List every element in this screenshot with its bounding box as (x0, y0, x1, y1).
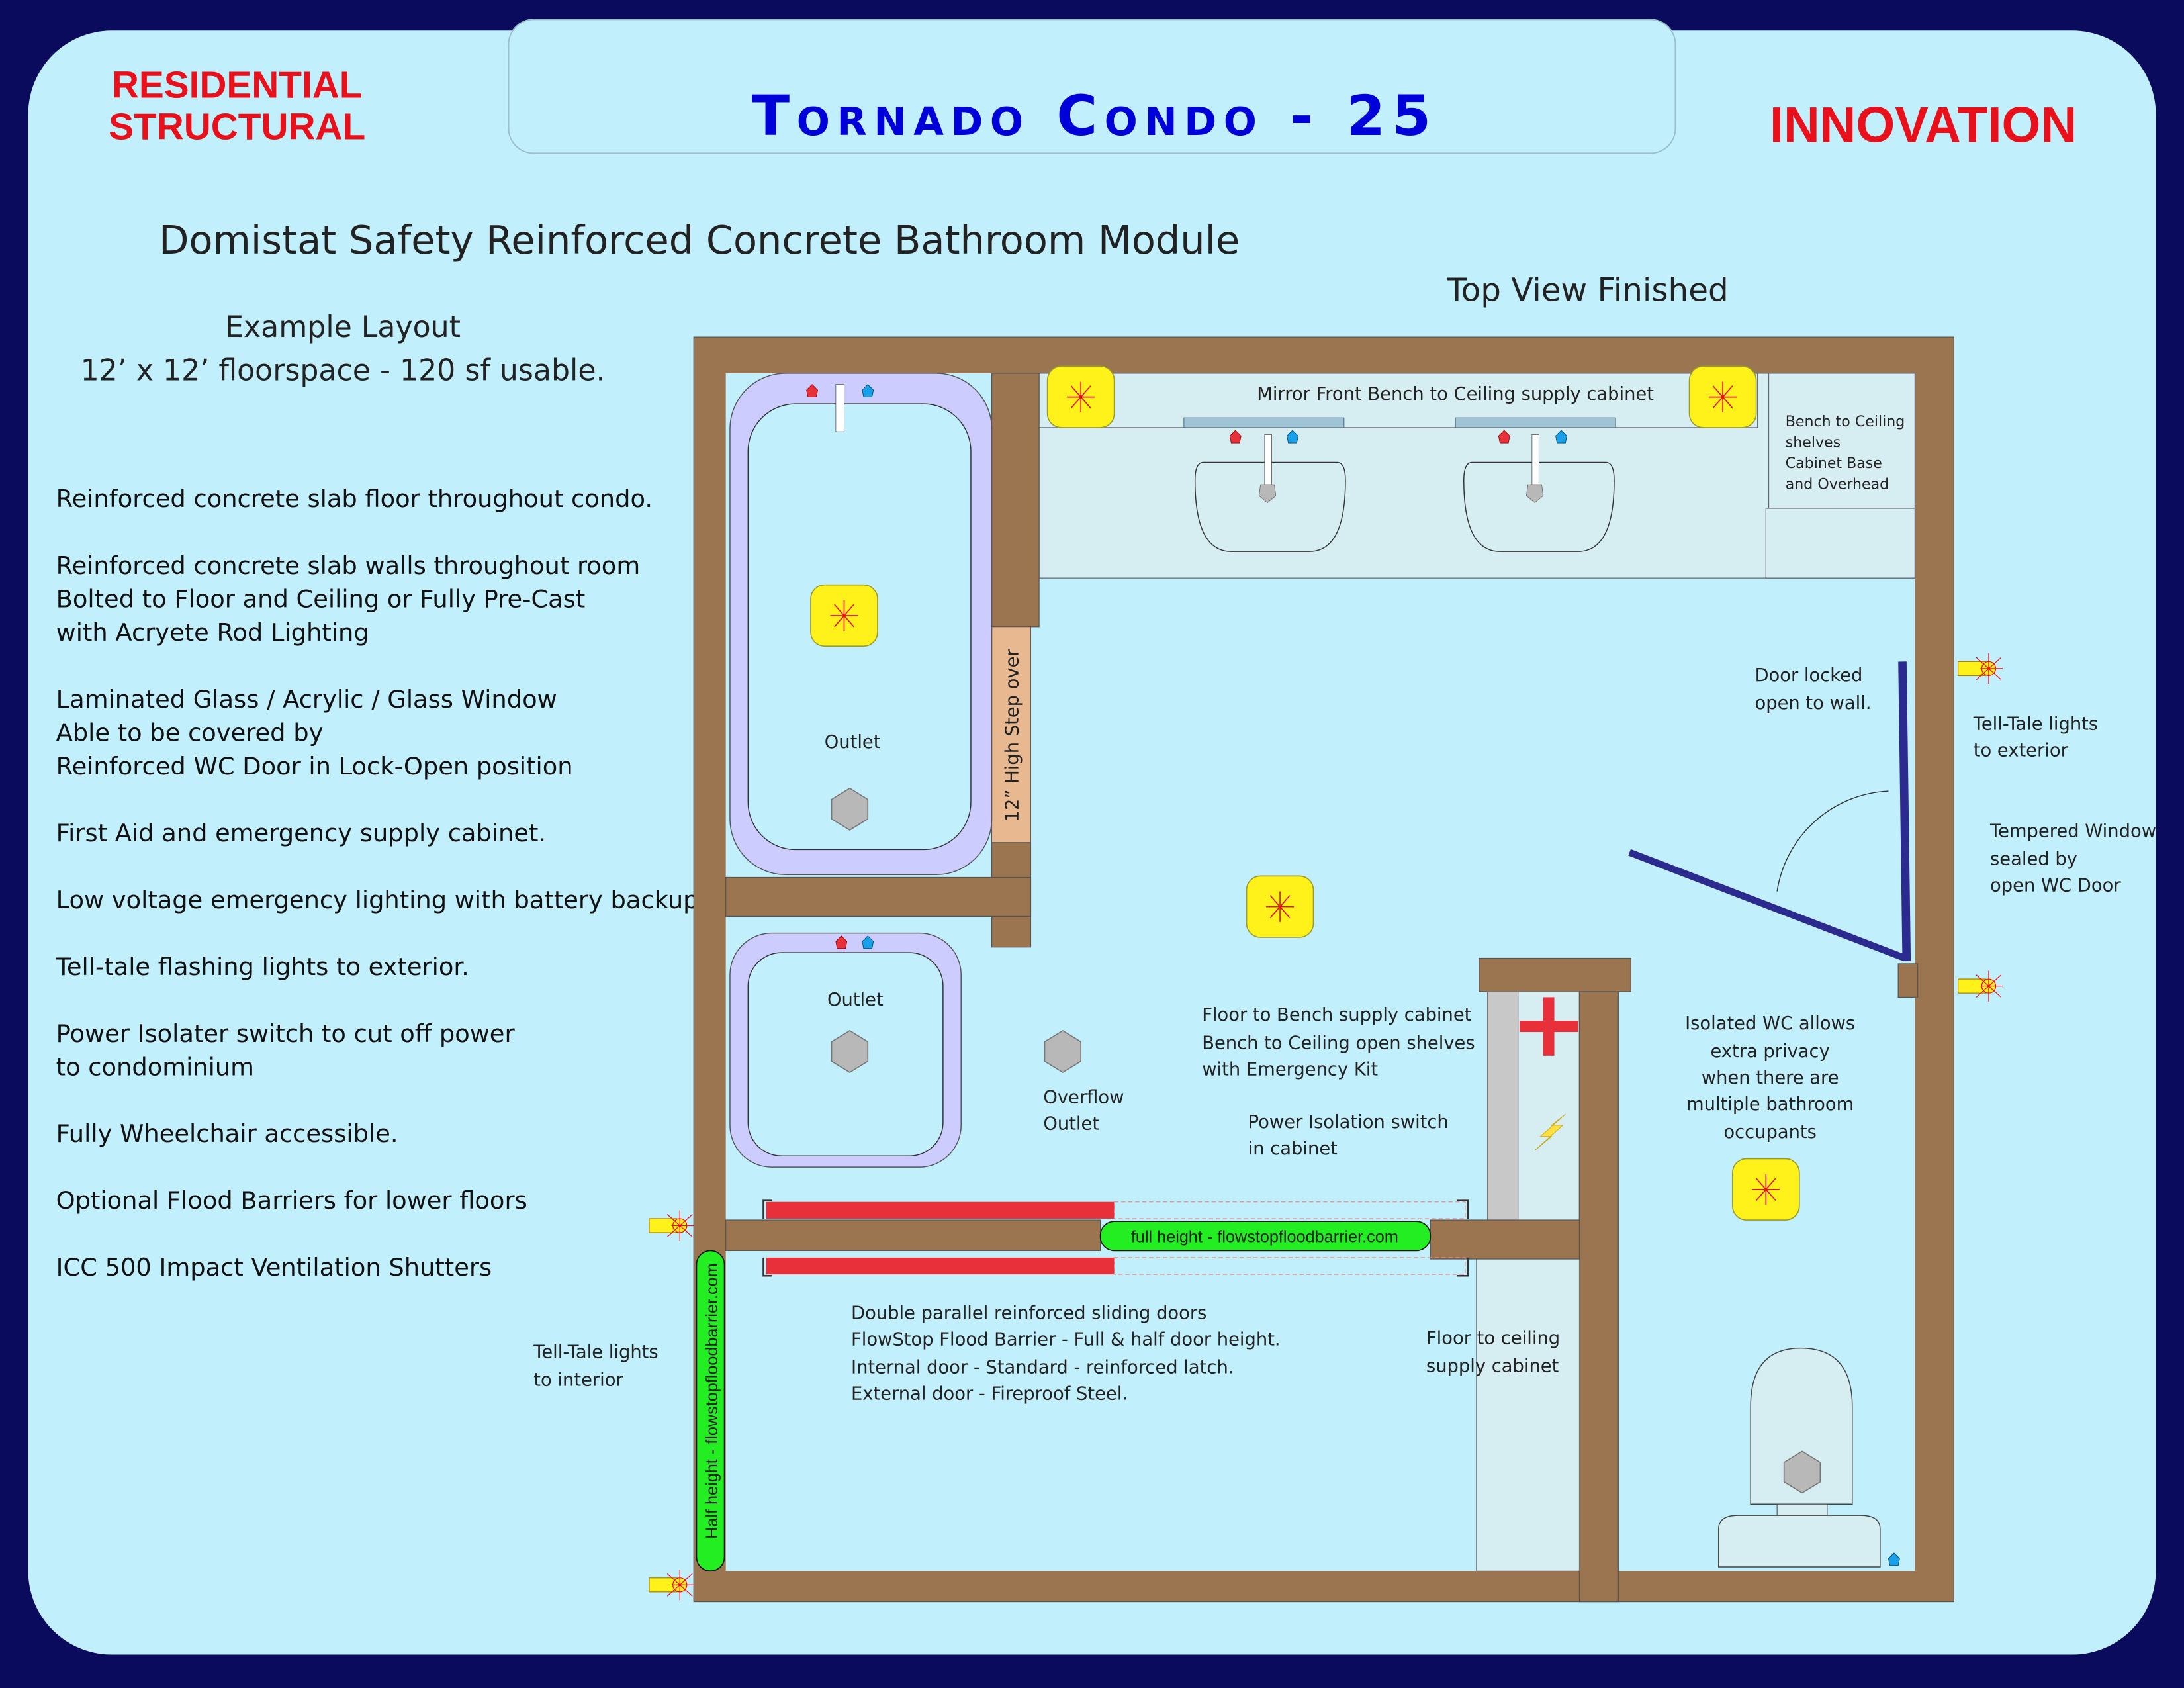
feature-item: Fully Wheelchair accessible. (56, 1119, 398, 1148)
tempered-window-label: sealed by (1990, 849, 2077, 870)
cabinet-top-wall (1479, 957, 1631, 992)
step-over-label: 12” High Step over (1002, 649, 1023, 822)
tempered-window-label: open WC Door (1990, 876, 2121, 896)
telltale-interior-label: Tell-Tale lights (533, 1342, 658, 1362)
tub-spout (835, 384, 844, 432)
layout-title: Example Layout (225, 310, 461, 344)
door-track (1114, 1257, 1466, 1275)
isolated-wc-label: multiple bathroom (1686, 1094, 1854, 1115)
sink (1463, 430, 1615, 552)
cabinet-gray-strip (1486, 991, 1519, 1223)
overflow-label: Outlet (1043, 1113, 1099, 1134)
sliding-door-outer (766, 1257, 1115, 1275)
feature-item: to condominium (56, 1053, 254, 1081)
mirror-plate (1455, 417, 1616, 428)
shelves-label: and Overhead (1786, 475, 1889, 492)
telltale-exterior-label: Tell-Tale lights (1973, 714, 2098, 734)
header-innovation: INNOVATION (1770, 97, 2077, 154)
supply-cabinet-label: Bench to Ceiling open shelves (1202, 1033, 1475, 1053)
door-track (1114, 1201, 1466, 1219)
doors-note: FlowStop Flood Barrier - Full & half doo… (851, 1329, 1281, 1350)
partition-wall (991, 373, 1040, 628)
floor-ceiling-cabinet-label: Floor to ceiling (1426, 1328, 1560, 1348)
middle-wall (725, 1219, 1101, 1251)
feature-item: Reinforced WC Door in Lock-Open position (56, 752, 573, 780)
wc-door-diagonal (1628, 849, 1907, 962)
shelves-upper (1768, 373, 1916, 509)
full-height-barrier-label: full height - flowstopfloodbarrier.com (1131, 1228, 1398, 1246)
header-residential: RESIDENTIAL (112, 64, 363, 106)
emergency-light-icon (810, 584, 878, 647)
feature-item: with Acryete Rod Lighting (56, 618, 369, 647)
supply-cabinet-label: with Emergency Kit (1202, 1059, 1378, 1080)
overflow-label: Overflow (1043, 1087, 1124, 1107)
power-switch-label: Power Isolation switch (1248, 1112, 1449, 1133)
view-label: Top View Finished (1446, 271, 1728, 308)
floor-ceiling-cabinet (1476, 1258, 1580, 1571)
emergency-light-icon (1731, 1158, 1800, 1221)
mirror-plate (1183, 417, 1345, 428)
telltale-exterior-label: to exterior (1974, 740, 2069, 761)
step-over (991, 626, 1031, 843)
isolated-wc-label: when there are (1702, 1068, 1839, 1088)
isolated-wc-label: occupants (1723, 1122, 1817, 1143)
sliding-door-inner (766, 1201, 1115, 1219)
tub-outlet-label: Outlet (825, 732, 881, 753)
window-notch (1897, 963, 1919, 998)
door-frame (762, 1199, 1469, 1277)
floor-ceiling-cabinet-label: supply cabinet (1426, 1356, 1559, 1376)
shelves-lower (1765, 508, 1916, 579)
first-aid-cross-icon (1519, 997, 1578, 1056)
emergency-light-icon (1246, 875, 1314, 938)
header-structural: STRUCTURAL (109, 106, 365, 148)
feature-item: Reinforced concrete slab walls throughou… (56, 551, 641, 580)
supply-cabinet-label: Floor to Bench supply cabinet (1202, 1005, 1471, 1025)
doors-note: Double parallel reinforced sliding doors (851, 1303, 1206, 1323)
emergency-light-icon (1046, 365, 1115, 428)
feature-item: ICC 500 Impact Ventilation Shutters (56, 1253, 492, 1282)
door-locked-label: open to wall. (1754, 693, 1871, 714)
isolated-wc-label: extra privacy (1710, 1041, 1829, 1062)
subtitle: Domistat Safety Reinforced Concrete Bath… (159, 217, 1240, 263)
feature-item: Able to be covered by (56, 718, 324, 747)
feature-item: Low voltage emergency lighting with batt… (56, 886, 707, 914)
feature-item: Tell-tale flashing lights to exterior. (56, 953, 469, 981)
floor-plan: Mirror Front Bench to Ceiling supply cab… (533, 336, 2156, 1603)
feature-item: Power Isolater switch to cut off power (56, 1019, 516, 1048)
door-locked-label: Door locked (1754, 665, 1862, 686)
wc-door-open (1898, 661, 1911, 961)
title-tab (508, 19, 1676, 154)
feature-item: Bolted to Floor and Ceiling or Fully Pre… (56, 585, 586, 613)
lightning-icon (1534, 1113, 1566, 1151)
half-height-barrier-label: Half height - flowstopfloodbarrier.com (703, 1263, 721, 1539)
mirror-cabinet (1038, 373, 1758, 428)
power-switch-label: in cabinet (1248, 1139, 1338, 1159)
toilet (1718, 1347, 1881, 1568)
full-height-barrier (1099, 1221, 1432, 1252)
feature-item: First Aid and emergency supply cabinet. (56, 819, 546, 847)
layout-size: 12’ x 12’ floorspace - 120 sf usable. (81, 353, 606, 387)
feature-list: Reinforced concrete slab floor throughou… (56, 485, 707, 1282)
feature-item: Laminated Glass / Acrylic / Glass Window (56, 685, 557, 714)
cabinet-side-wall (1578, 991, 1619, 1603)
middle-wall (1430, 1219, 1580, 1260)
shelves-label: Bench to Ceiling (1786, 413, 1905, 430)
page-title: Tornado Condo - 25 (752, 83, 1438, 148)
isolated-wc-label: Isolated WC allows (1685, 1013, 1855, 1034)
tempered-window-label: Tempered Window (1989, 821, 2156, 841)
shelves-label: shelves (1786, 434, 1841, 451)
partition-wall (725, 876, 1032, 917)
door-swing-arc (1776, 790, 1889, 892)
mirror-cabinet-label: Mirror Front Bench to Ceiling supply cab… (1257, 384, 1654, 404)
feature-item: Optional Flood Barriers for lower floors (56, 1186, 527, 1215)
shower-outlet-label: Outlet (827, 990, 884, 1010)
emergency-light-icon (1688, 365, 1757, 428)
shelves-label: Cabinet Base (1786, 455, 1882, 472)
telltale-interior-label: to interior (533, 1370, 623, 1390)
feature-item: Reinforced concrete slab floor throughou… (56, 485, 653, 513)
doors-note: Internal door - Standard - reinforced la… (851, 1358, 1234, 1378)
sink (1194, 430, 1346, 552)
half-height-barrier (696, 1250, 725, 1572)
doors-note: External door - Fireproof Steel. (851, 1383, 1128, 1404)
